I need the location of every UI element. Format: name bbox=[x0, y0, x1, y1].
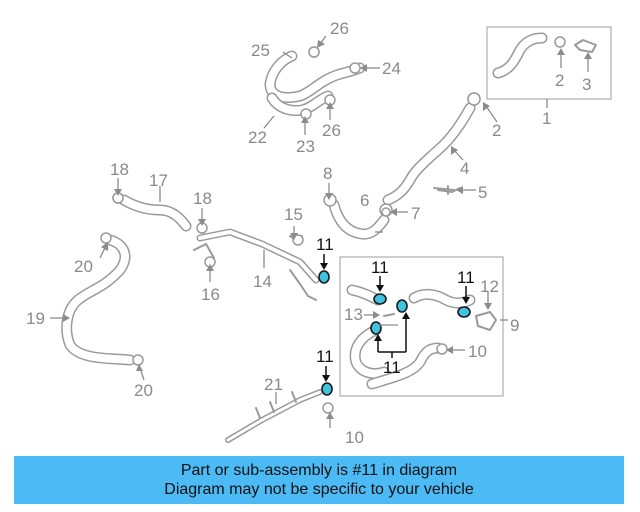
callout-14: 14 bbox=[253, 272, 272, 291]
inset-box-assembly-1 bbox=[486, 26, 612, 100]
parts-diagram: 1 2 3 2 4 5 7 8 6 9 12 10 13 15 14 16 17… bbox=[26, 19, 612, 447]
callout-9: 9 bbox=[510, 316, 519, 335]
callout-11-e: 11 bbox=[316, 347, 334, 366]
pipe-21 bbox=[225, 389, 334, 443]
callout-10-bottom: 10 bbox=[345, 428, 364, 447]
callout-23: 23 bbox=[296, 137, 315, 156]
callout-21: 21 bbox=[264, 375, 283, 394]
bolt-5 bbox=[433, 185, 455, 195]
clamp-11-b bbox=[373, 293, 387, 305]
callout-13: 13 bbox=[344, 305, 363, 324]
callout-2-inset: 2 bbox=[555, 71, 564, 90]
hose-19 bbox=[61, 232, 144, 366]
callout-4: 4 bbox=[460, 159, 469, 178]
clamp-2-pipe bbox=[467, 92, 481, 106]
callout-7: 7 bbox=[411, 204, 420, 223]
callout-8: 8 bbox=[323, 164, 332, 183]
pipe-4 bbox=[382, 92, 481, 206]
inset-box-assembly-9 bbox=[339, 256, 504, 397]
info-banner: Part or sub-assembly is #11 in diagram D… bbox=[14, 456, 624, 504]
callout-11-b: 11 bbox=[371, 258, 389, 277]
callout-20-top: 20 bbox=[74, 257, 93, 276]
bolt-15 bbox=[292, 234, 304, 246]
callout-10-box: 10 bbox=[468, 342, 487, 361]
callout-25: 25 bbox=[251, 41, 270, 60]
callout-17: 17 bbox=[149, 171, 168, 190]
callout-5: 5 bbox=[478, 183, 487, 202]
hoses-assembly-9 bbox=[346, 284, 497, 390]
clamp-11-d bbox=[370, 321, 382, 335]
clamp-7 bbox=[381, 207, 391, 217]
callout-26-top: 26 bbox=[330, 19, 349, 38]
callout-6: 6 bbox=[360, 191, 369, 210]
callout-2-pipe: 2 bbox=[492, 121, 501, 140]
leader-lines-11 bbox=[320, 254, 470, 382]
banner-line-disclaimer: Diagram may not be specific to your vehi… bbox=[164, 481, 474, 498]
callout-11-c: 11 bbox=[457, 268, 475, 287]
clamp-11-f bbox=[321, 382, 333, 396]
callout-16: 16 bbox=[201, 285, 220, 304]
callout-12: 12 bbox=[480, 277, 499, 296]
pipe-14 bbox=[193, 228, 320, 301]
callout-20-bottom: 20 bbox=[134, 381, 153, 400]
leader-lines bbox=[50, 35, 592, 428]
clamp-11-c bbox=[396, 299, 408, 313]
clamp-11-e bbox=[457, 306, 471, 318]
callout-11-a: 11 bbox=[316, 235, 334, 254]
callout-11-d: 11 bbox=[383, 358, 401, 377]
callout-26-bottom: 26 bbox=[322, 121, 341, 140]
hose-assembly-1 bbox=[492, 32, 597, 79]
callout-15: 15 bbox=[284, 205, 303, 224]
hose-top-25-22 bbox=[264, 46, 366, 120]
hose-17 bbox=[112, 192, 192, 232]
callout-22: 22 bbox=[248, 128, 267, 147]
banner-line-part: Part or sub-assembly is #11 in diagram bbox=[180, 462, 458, 479]
callout-3: 3 bbox=[582, 75, 591, 94]
clamp-26-top bbox=[308, 46, 320, 58]
clamp-11-a bbox=[318, 270, 330, 284]
callout-24: 24 bbox=[382, 59, 401, 78]
callout-18-left: 18 bbox=[110, 160, 129, 179]
callout-1: 1 bbox=[542, 109, 551, 128]
callout-19: 19 bbox=[26, 309, 45, 328]
callout-18-mid: 18 bbox=[193, 189, 212, 208]
